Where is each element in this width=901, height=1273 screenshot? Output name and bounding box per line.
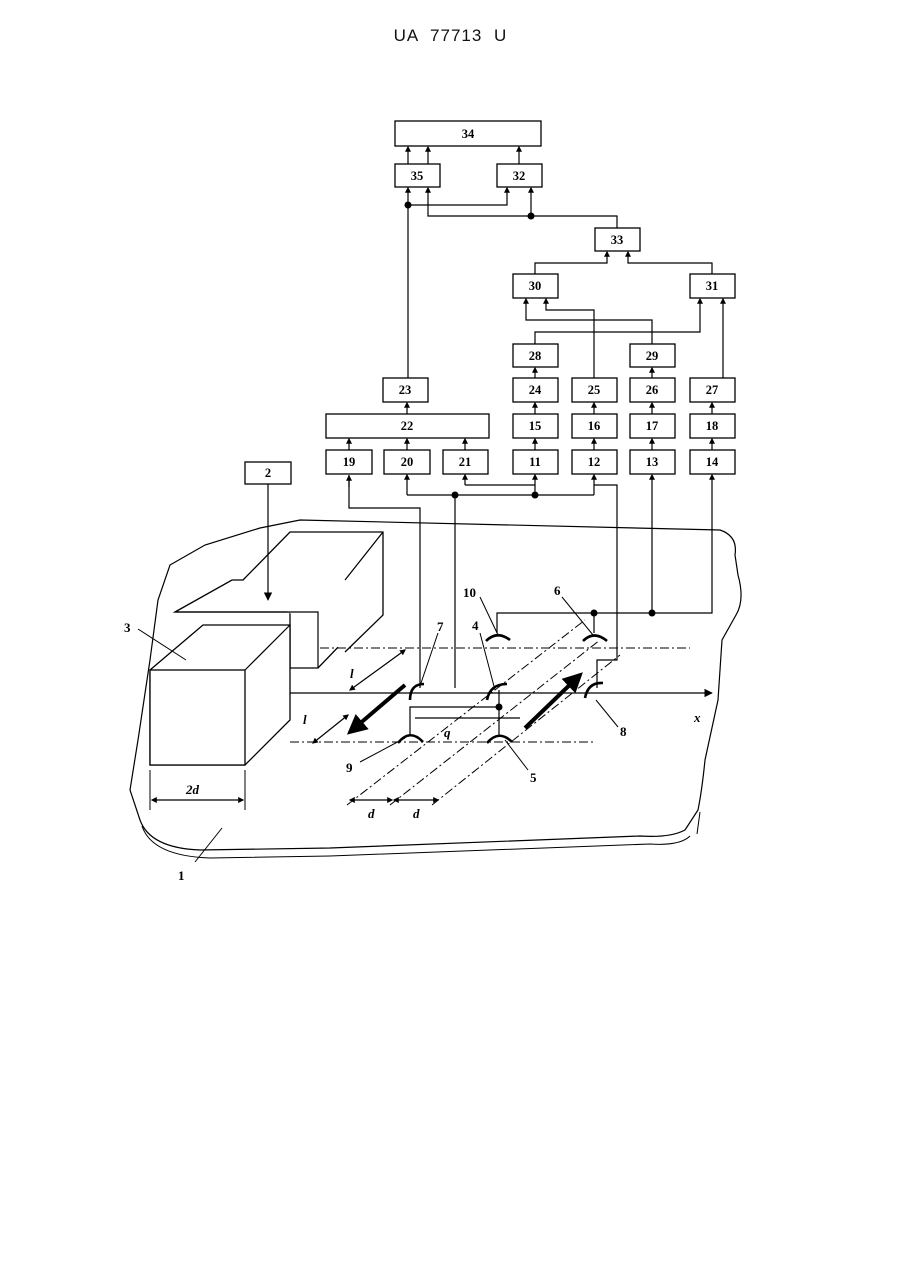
sensor-wiring [349,475,712,735]
callout-7: 7 [437,619,444,634]
block-16-label: 16 [588,419,601,433]
block-11-label: 11 [529,455,541,469]
block-23-label: 23 [399,383,412,397]
block-20: 20 [384,450,430,474]
block-31-label: 31 [706,279,719,293]
block-13-label: 13 [646,455,659,469]
block-12-label: 12 [588,455,601,469]
block-33-label: 33 [611,233,624,247]
block-11: 11 [513,450,558,474]
block-19: 19 [326,450,372,474]
block-28: 28 [513,344,558,367]
block-22: 22 [326,414,489,438]
sensor-8 [585,683,603,698]
block-35-label: 35 [411,169,424,183]
block-21: 21 [443,450,488,474]
block-24-label: 24 [529,383,542,397]
block-34-label: 34 [462,127,475,141]
block-29: 29 [630,344,675,367]
callout-4: 4 [472,618,479,633]
block-28-label: 28 [529,349,542,363]
block-29-label: 29 [646,349,659,363]
x-axis-label: x [693,710,701,725]
callout-6: 6 [554,583,561,598]
block-17-label: 17 [646,419,659,433]
block-26: 26 [630,378,675,402]
block-13: 13 [630,450,675,474]
block-25: 25 [572,378,617,402]
callout-5: 5 [530,770,537,785]
block-17: 17 [630,414,675,438]
block-25-label: 25 [588,383,601,397]
sensors [398,635,607,743]
block-26-label: 26 [646,383,659,397]
dimension-d-right: d [413,806,420,821]
block-21-label: 21 [459,455,472,469]
sensor-6 [583,636,607,642]
block-24: 24 [513,378,558,402]
block-34: 34 [395,121,541,146]
sensor-4 [487,684,507,700]
dimension-q: q [444,725,451,740]
sensor-10 [486,635,510,641]
dimension-l-upper: l [350,666,354,681]
block-18: 18 [690,414,735,438]
block-2-label: 2 [265,466,271,480]
block-27-label: 27 [706,383,719,397]
callout-10: 10 [463,585,476,600]
dimension-d-left: d [368,806,375,821]
block-30: 30 [513,274,558,298]
callout-9: 9 [346,760,353,775]
motion-arrow-right [525,675,580,728]
callout-1: 1 [178,868,185,883]
block-32-label: 32 [513,169,526,183]
block-27: 27 [690,378,735,402]
block-19-label: 19 [343,455,356,469]
block-14: 14 [690,450,735,474]
block-30-label: 30 [529,279,542,293]
block-16: 16 [572,414,617,438]
callout-8: 8 [620,724,627,739]
block-12: 12 [572,450,617,474]
magnet-block-3 [150,625,290,765]
block-23: 23 [383,378,428,402]
block-15: 15 [513,414,558,438]
callout-3: 3 [124,620,131,635]
block-35: 35 [395,164,440,187]
dimension-l-lower: l [303,712,307,727]
block-14-label: 14 [706,455,719,469]
block-22-label: 22 [401,419,414,433]
block-33: 33 [595,228,640,251]
sensor-7 [410,684,424,700]
block-32: 32 [497,164,542,187]
guide-lines [290,620,690,805]
block-20-label: 20 [401,455,414,469]
block-31: 31 [690,274,735,298]
block-15-label: 15 [529,419,542,433]
motion-arrow-left [350,685,405,732]
dimension-2d: 2d [185,782,200,797]
block-18-label: 18 [706,419,719,433]
